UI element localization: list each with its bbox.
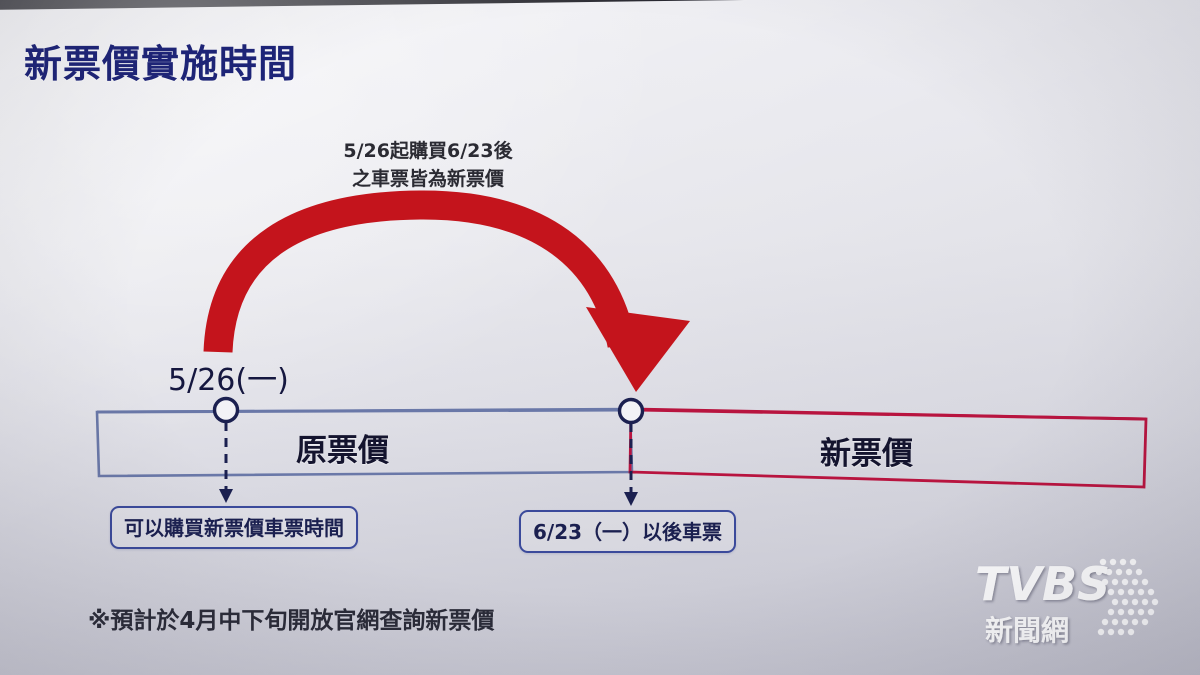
tvbs-dot-motif <box>1095 558 1159 636</box>
tvbs-wordmark: TVBS <box>975 557 1110 611</box>
leader-line-right <box>624 423 638 506</box>
curved-red-arrow <box>203 190 690 392</box>
callout-new-fare-tickets: 6/23（一）以後車票 <box>519 510 737 553</box>
timeline-marker-switch <box>617 397 645 425</box>
board-top-edge <box>0 0 1200 10</box>
callout-purchase-window: 可以購買新票價車票時間 <box>110 506 358 549</box>
timeline-axis <box>96 408 1147 421</box>
tvbs-watermark: TVBS 新聞網 <box>975 552 1185 652</box>
footnote: ※預計於4月中下旬開放官網查詢新票價 <box>88 608 495 634</box>
page-title: 新票價實施時間 <box>24 42 298 86</box>
new-fare-label: 新票價 <box>820 436 913 472</box>
arrow-annotation-line-1: 5/26起購買6/23後 <box>343 140 513 162</box>
leader-line-left <box>219 422 233 503</box>
tvbs-sub-wordmark: 新聞網 <box>985 614 1069 647</box>
timeline-marker-start <box>212 396 240 424</box>
arrow-annotation-line-2: 之車票皆為新票價 <box>351 167 504 190</box>
old-fare-label: 原票價 <box>296 433 389 469</box>
timeline-start-date-label: 5/26(一) <box>168 363 289 398</box>
arrow-annotation: 5/26起購買6/23後 之車票皆為新票價 <box>318 138 538 193</box>
